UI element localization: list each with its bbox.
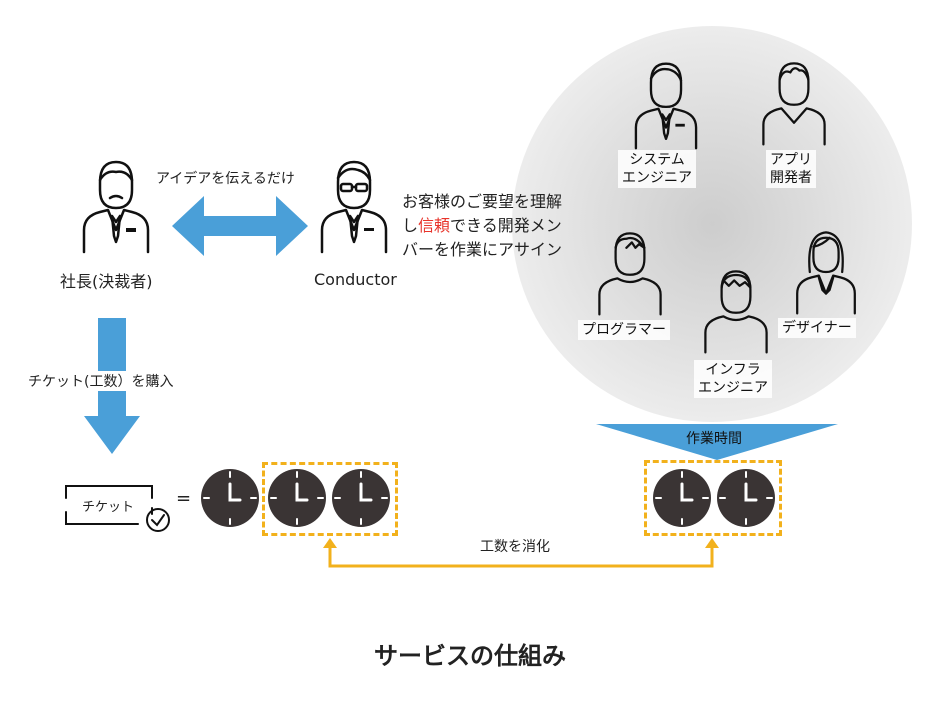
conductor-label: Conductor — [314, 270, 397, 289]
programmer-icon — [598, 232, 662, 316]
role-app-developer: アプリ 開発者 — [766, 150, 816, 188]
assign-text: お客様のご要望を理解 し信頼できる開発メン バーを作業にアサイン — [402, 190, 562, 262]
system-engineer-icon — [634, 62, 698, 150]
role-infra-engineer-line2: エンジニア — [698, 380, 768, 396]
conductor-icon — [320, 160, 388, 254]
designer-icon — [796, 231, 856, 315]
assign-line-2-pre: し — [402, 216, 419, 235]
double-arrow-icon — [172, 196, 308, 256]
consume-connector-icon — [323, 538, 719, 568]
idea-arrow-label: アイデアを伝えるだけ — [156, 171, 295, 187]
consume-label: 工数を消化 — [480, 539, 550, 555]
work-time-label: 作業時間 — [686, 431, 742, 447]
clock-icon — [717, 469, 775, 527]
infra-engineer-icon — [704, 270, 768, 354]
app-developer-icon — [762, 62, 826, 146]
equals-sign: = — [176, 488, 192, 509]
ticket-label: チケット — [82, 500, 135, 515]
ticket-check-icon — [65, 485, 170, 532]
page-title: サービスの仕組み — [374, 642, 566, 670]
role-programmer: プログラマー — [578, 320, 670, 340]
ceo-icon — [82, 160, 150, 254]
clock-icon — [268, 469, 326, 527]
role-app-developer-line1: アプリ — [770, 152, 812, 168]
work-time-funnel-icon — [596, 424, 838, 460]
clock-icon — [332, 469, 390, 527]
consumed-time-box-right — [644, 460, 782, 536]
assign-line-3: バーを作業にアサイン — [402, 240, 563, 259]
clock-icon — [201, 469, 259, 527]
clock-icon — [653, 469, 711, 527]
consumed-time-box-left — [262, 462, 398, 536]
assign-line-1: お客様のご要望を理解 — [402, 192, 563, 211]
team-circle — [512, 26, 912, 422]
role-infra-engineer: インフラ エンジニア — [694, 360, 772, 398]
ceo-label: 社長(決裁者) — [60, 272, 153, 291]
role-designer: デザイナー — [778, 318, 856, 338]
buy-ticket-label: チケット(工数）を購入 — [26, 371, 176, 391]
assign-line-2-post: できる開発メン — [450, 216, 562, 235]
role-system-engineer-line1: システム — [629, 152, 685, 168]
role-system-engineer-line2: エンジニア — [622, 170, 692, 186]
assign-line-2: し信頼できる開発メン — [402, 214, 562, 238]
role-app-developer-line2: 開発者 — [770, 170, 812, 186]
role-infra-engineer-line1: インフラ — [705, 362, 761, 378]
role-system-engineer: システム エンジニア — [618, 150, 696, 188]
assign-highlight: 信頼 — [418, 216, 451, 235]
